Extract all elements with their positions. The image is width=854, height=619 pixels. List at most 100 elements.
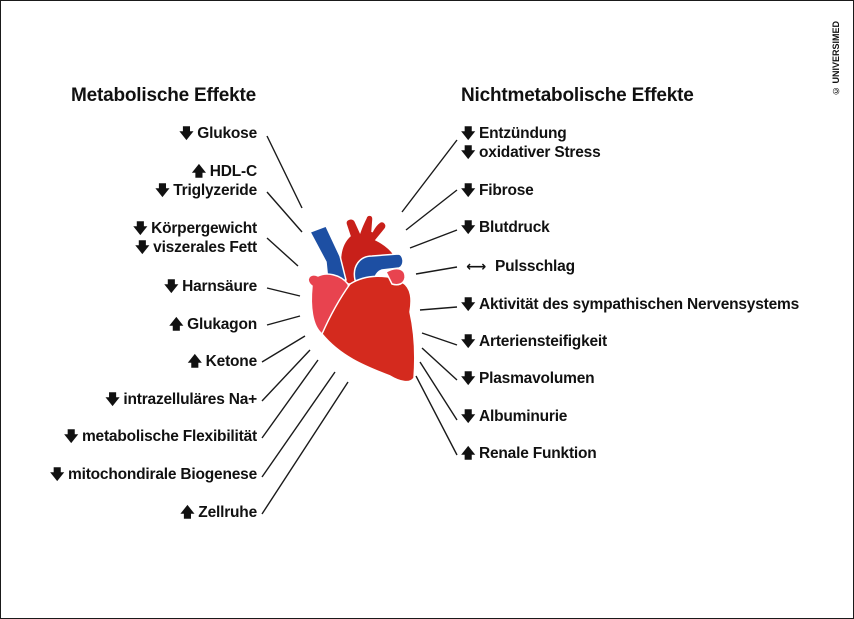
nonmetabolic-connector-line bbox=[409, 229, 458, 249]
nonmetabolic-connector-line bbox=[421, 347, 458, 381]
effect-line: 🡇Glukose bbox=[179, 124, 257, 143]
metabolic-connector-line bbox=[266, 287, 301, 297]
effect-line: 🡅Ketone bbox=[187, 352, 258, 371]
effect-line: 🡇Albuminurie bbox=[461, 407, 567, 426]
effect-line: 🡇Blutdruck bbox=[461, 218, 550, 237]
effect-line: 🡇Fibrose bbox=[461, 181, 534, 200]
effect-label: metabolische Flexibilität bbox=[81, 428, 257, 445]
effect-label: Triglyzeride bbox=[173, 182, 257, 199]
effect-line: 🡇Arteriensteifigkeit bbox=[461, 332, 607, 351]
effect-line: 🡇Triglyzeride bbox=[155, 181, 257, 200]
effect-label: Pulsschlag bbox=[495, 258, 575, 275]
effect-line: 🡅Glukagon bbox=[169, 315, 257, 334]
arrow-down-icon: 🡇 bbox=[105, 391, 120, 407]
effect-label: Harnsäure bbox=[182, 278, 257, 295]
nonmetabolic-connector-line bbox=[419, 306, 458, 311]
metabolic-connector-line bbox=[266, 135, 303, 209]
effect-label: mitochondirale Biogenese bbox=[68, 466, 257, 483]
effect-line: 🡇Aktivität des sympathischen Nervensyste… bbox=[461, 295, 799, 314]
metabolic-connector-line bbox=[261, 349, 311, 402]
nonmetabolic-connector-line bbox=[415, 266, 458, 275]
effect-line: 🡇Harnsäure bbox=[164, 277, 257, 296]
metabolic-effect-item: 🡇metabolische Flexibilität bbox=[64, 427, 257, 446]
effect-label: Körpergewicht bbox=[151, 220, 257, 237]
arrow-down-icon: 🡇 bbox=[135, 239, 150, 255]
metabolic-connector-line bbox=[266, 191, 303, 233]
effect-label: Albuminurie bbox=[479, 408, 568, 425]
effect-label: Blutdruck bbox=[479, 219, 550, 236]
nonmetabolic-effect-item: 🡇Blutdruck bbox=[461, 218, 550, 237]
effect-label: HDL-C bbox=[209, 163, 257, 180]
arrow-down-icon: 🡇 bbox=[155, 182, 170, 198]
nonmetabolic-effect-item: 🡇Albuminurie bbox=[461, 407, 567, 426]
arrow-down-icon: 🡇 bbox=[461, 182, 476, 198]
metabolic-effects-heading: Metabolische Effekte bbox=[71, 85, 256, 106]
metabolic-effect-item: 🡇Körpergewicht🡇viszerales Fett bbox=[133, 219, 257, 257]
effect-label: oxidativer Stress bbox=[479, 144, 601, 161]
arrow-down-icon: 🡇 bbox=[461, 219, 476, 235]
nonmetabolic-connector-line bbox=[405, 189, 458, 231]
metabolic-effect-item: 🡅Glukagon bbox=[169, 315, 257, 334]
arrow-down-icon: 🡇 bbox=[461, 144, 476, 160]
effect-line: 🡇Entzündung bbox=[461, 124, 601, 143]
nonmetabolic-effect-item: ⟷ Pulsschlag bbox=[461, 257, 575, 276]
right-atrium-shape bbox=[385, 267, 406, 286]
arrow-down-icon: 🡇 bbox=[461, 370, 476, 386]
nonmetabolic-effect-item: 🡇Arteriensteifigkeit bbox=[461, 332, 607, 351]
effect-line: 🡇Körpergewicht bbox=[133, 219, 257, 238]
effect-label: Zellruhe bbox=[198, 504, 257, 521]
metabolic-effect-item: 🡅Zellruhe bbox=[180, 503, 257, 522]
effect-label: intrazelluläres Na+ bbox=[123, 391, 257, 408]
effect-label: Arteriensteifigkeit bbox=[479, 333, 607, 350]
metabolic-effect-item: 🡅Ketone bbox=[187, 352, 258, 371]
metabolic-effect-item: 🡇mitochondirale Biogenese bbox=[50, 465, 257, 484]
metabolic-connector-line bbox=[261, 381, 349, 515]
arrow-up-icon: 🡅 bbox=[191, 163, 206, 179]
effect-line: 🡅Renale Funktion bbox=[461, 444, 597, 463]
arrow-down-icon: 🡇 bbox=[179, 125, 194, 141]
arrow-down-icon: 🡇 bbox=[63, 428, 79, 444]
metabolic-connector-line bbox=[266, 237, 299, 267]
nonmetabolic-connector-line bbox=[419, 361, 458, 421]
nonmetabolic-effect-item: 🡇Aktivität des sympathischen Nervensyste… bbox=[461, 295, 799, 314]
effect-label: Aktivität des sympathischen Nervensystem… bbox=[479, 296, 800, 313]
effect-line: 🡇Plasmavolumen bbox=[461, 369, 595, 388]
heart-illustration bbox=[307, 214, 416, 383]
arrow-up-icon: 🡅 bbox=[169, 316, 184, 332]
metabolic-connector-line bbox=[261, 359, 319, 439]
effect-label: Plasmavolumen bbox=[479, 370, 595, 387]
metabolic-connector-line bbox=[261, 335, 306, 363]
arrow-down-icon: 🡇 bbox=[461, 125, 476, 141]
nonmetabolic-effect-item: 🡇Plasmavolumen bbox=[461, 369, 595, 388]
metabolic-effect-item: 🡇Glukose bbox=[179, 124, 257, 143]
nonmetabolic-connector-line bbox=[401, 139, 458, 213]
effect-label: viszerales Fett bbox=[153, 239, 257, 256]
metabolic-connector-line bbox=[261, 371, 336, 478]
nonmetabolic-connector-line bbox=[421, 332, 458, 346]
metabolic-connector-line bbox=[266, 315, 301, 326]
effect-label: Entzündung bbox=[479, 125, 567, 142]
nonmetabolic-effect-item: 🡅Renale Funktion bbox=[461, 444, 597, 463]
arrow-up-icon: 🡅 bbox=[187, 353, 202, 369]
effect-line: 🡅Zellruhe bbox=[180, 503, 257, 522]
effect-label: Fibrose bbox=[479, 182, 534, 199]
effect-label: Glukose bbox=[197, 125, 257, 142]
arrow-down-icon: 🡇 bbox=[164, 278, 179, 294]
effect-line: ⟷ Pulsschlag bbox=[461, 257, 575, 276]
effect-line: 🡇metabolische Flexibilität bbox=[64, 427, 257, 446]
nonmetabolic-connector-line bbox=[415, 375, 458, 456]
arrow-down-icon: 🡇 bbox=[461, 333, 476, 349]
nonmetabolic-effect-item: 🡇Entzündung🡇oxidativer Stress bbox=[461, 124, 601, 162]
effect-label: Renale Funktion bbox=[479, 445, 597, 462]
metabolic-effect-item: 🡇intrazelluläres Na+ bbox=[105, 390, 257, 409]
arrow-left-right-icon: ⟷ bbox=[466, 258, 486, 274]
arrow-down-icon: 🡇 bbox=[50, 466, 65, 482]
nonmetabolic-effect-item: 🡇Fibrose bbox=[461, 181, 534, 200]
arrow-up-icon: 🡅 bbox=[180, 504, 195, 520]
effect-line: 🡇oxidativer Stress bbox=[461, 143, 601, 162]
nonmetabolic-effects-heading: Nichtmetabolische Effekte bbox=[461, 85, 694, 106]
effect-line: 🡅HDL-C bbox=[155, 162, 257, 181]
metabolic-effect-item: 🡅HDL-C🡇Triglyzeride bbox=[155, 162, 257, 200]
arrow-down-icon: 🡇 bbox=[133, 220, 148, 236]
